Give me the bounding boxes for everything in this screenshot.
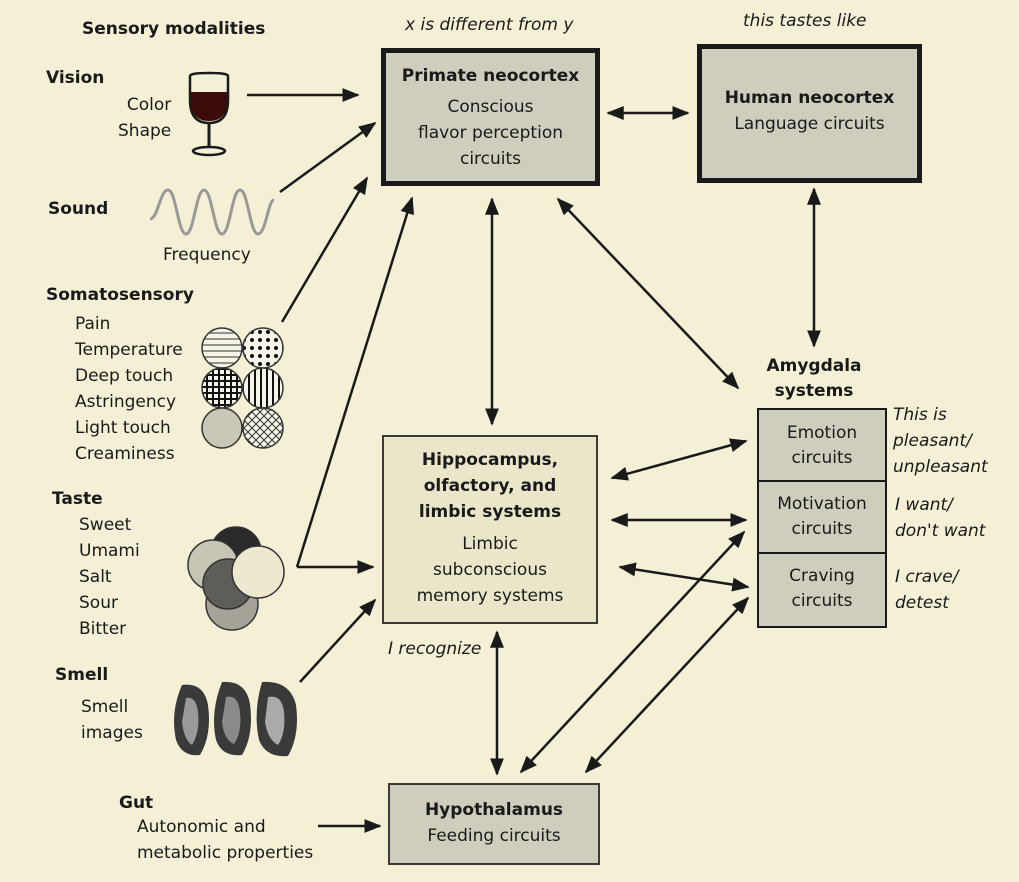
emotion-line: Emotion (786, 423, 858, 443)
somato-item: Light touch (75, 418, 171, 438)
motivation-circuits-cell: Motivation circuits (759, 482, 885, 554)
motivation-caption-line: don't want (895, 521, 986, 541)
somatosensory-label: Somatosensory (46, 285, 194, 305)
primate-neocortex-box: Primate neocortex Conscious flavor perce… (381, 48, 600, 186)
gut-items: Autonomic and metabolic properties (137, 814, 313, 866)
taste-label: Taste (52, 489, 103, 509)
motivation-line: Motivation (777, 494, 867, 514)
craving-caption-line: I crave/ (895, 567, 959, 587)
sound-label: Sound (48, 199, 109, 219)
wine-glass-icon (188, 71, 230, 157)
human-neocortex-box: Human neocortex Language circuits (697, 44, 922, 183)
primate-title: Primate neocortex (401, 66, 580, 86)
hippocampus-line: Limbic (462, 534, 518, 554)
craving-line: Craving (789, 566, 855, 586)
human-title: Human neocortex (724, 88, 895, 108)
hippocampus-title-line: olfactory, and (423, 476, 557, 496)
somato-item: Pain (75, 314, 111, 334)
taste-item: Bitter (79, 619, 127, 639)
motivation-caption: I want/ don't want (895, 492, 985, 544)
gut-item: Autonomic and (137, 817, 266, 837)
taste-item: Umami (79, 541, 140, 561)
smell-images-icon (174, 681, 297, 757)
smell-label: Smell (55, 665, 109, 685)
smell-item: images (81, 723, 143, 743)
hippocampus-caption: I recognize (388, 639, 482, 659)
amygdala-title: Amygdala systems (752, 354, 876, 404)
amygdala-box: Emotion circuits Motivation circuits Cra… (757, 408, 887, 628)
arrow-hippocampus-craving (618, 562, 750, 592)
primate-line: circuits (459, 149, 522, 169)
hypothalamus-title: Hypothalamus (424, 800, 564, 820)
sound-item: Frequency (163, 245, 251, 265)
sound-wave-icon (149, 188, 275, 236)
emotion-caption-line: pleasant/ (893, 431, 972, 451)
somatosensory-items: Pain Temperature Deep touch Astringency … (75, 311, 183, 467)
hippocampus-box: Hippocampus, olfactory, and limbic syste… (382, 435, 598, 624)
arrow-hippocampus-emotion (610, 438, 748, 481)
vision-items: Color Shape (118, 92, 171, 144)
motivation-caption-line: I want/ (895, 495, 953, 515)
smell-item: Smell (81, 697, 129, 717)
gut-item: metabolic properties (137, 843, 314, 863)
human-caption: this tastes like (743, 11, 867, 31)
motivation-line: circuits (791, 519, 853, 539)
hypothalamus-box: Hypothalamus Feeding circuits (388, 783, 600, 865)
vision-label: Vision (46, 68, 105, 88)
arrow-sound-to-primate (279, 121, 377, 194)
primate-caption: x is different from y (405, 15, 574, 35)
sensory-modalities-title: Sensory modalities (82, 19, 266, 39)
craving-line: circuits (791, 591, 853, 611)
hippocampus-title-line: limbic systems (418, 502, 562, 522)
taste-circles-icon (187, 526, 285, 631)
emotion-caption: This is pleasant/ unpleasant (893, 402, 988, 480)
emotion-line: circuits (791, 448, 853, 468)
somato-item: Temperature (75, 340, 183, 360)
human-line: Language circuits (734, 114, 885, 134)
taste-items: Sweet Umami Salt Sour Bitter (79, 512, 140, 642)
somato-item: Creaminess (75, 444, 175, 464)
texture-circles-icon (201, 327, 284, 449)
arrow-primate-amygdala (556, 197, 740, 390)
arrow-taste-to-primate (295, 196, 414, 568)
taste-item: Sweet (79, 515, 132, 535)
arrow-somato-to-primate (280, 176, 369, 323)
taste-item: Sour (79, 593, 118, 613)
smell-items: Smell images (81, 694, 143, 746)
craving-circuits-cell: Craving circuits (759, 554, 885, 626)
amygdala-title-line: Amygdala (766, 356, 862, 376)
somato-item: Astringency (75, 392, 177, 412)
craving-caption-line: detest (895, 593, 949, 613)
primate-line: flavor perception (417, 123, 563, 143)
emotion-caption-line: This is (893, 405, 947, 425)
arrow-smell-to-hippocampus (299, 598, 377, 683)
hippocampus-line: memory systems (416, 586, 564, 606)
emotion-caption-line: unpleasant (893, 457, 988, 477)
gut-label: Gut (119, 793, 154, 813)
primate-line: Conscious (447, 97, 534, 117)
craving-caption: I crave/ detest (895, 564, 958, 616)
arrow-hypothalamus-craving (584, 596, 750, 774)
taste-item: Salt (79, 567, 112, 587)
hypothalamus-line: Feeding circuits (427, 826, 561, 846)
vision-item: Shape (118, 121, 172, 141)
vision-item: Color (126, 95, 172, 115)
somato-item: Deep touch (75, 366, 174, 386)
amygdala-title-line: systems (774, 381, 854, 401)
emotion-circuits-cell: Emotion circuits (759, 410, 885, 482)
hippocampus-title-line: Hippocampus, (421, 450, 559, 470)
hippocampus-line: subconscious (433, 560, 547, 580)
